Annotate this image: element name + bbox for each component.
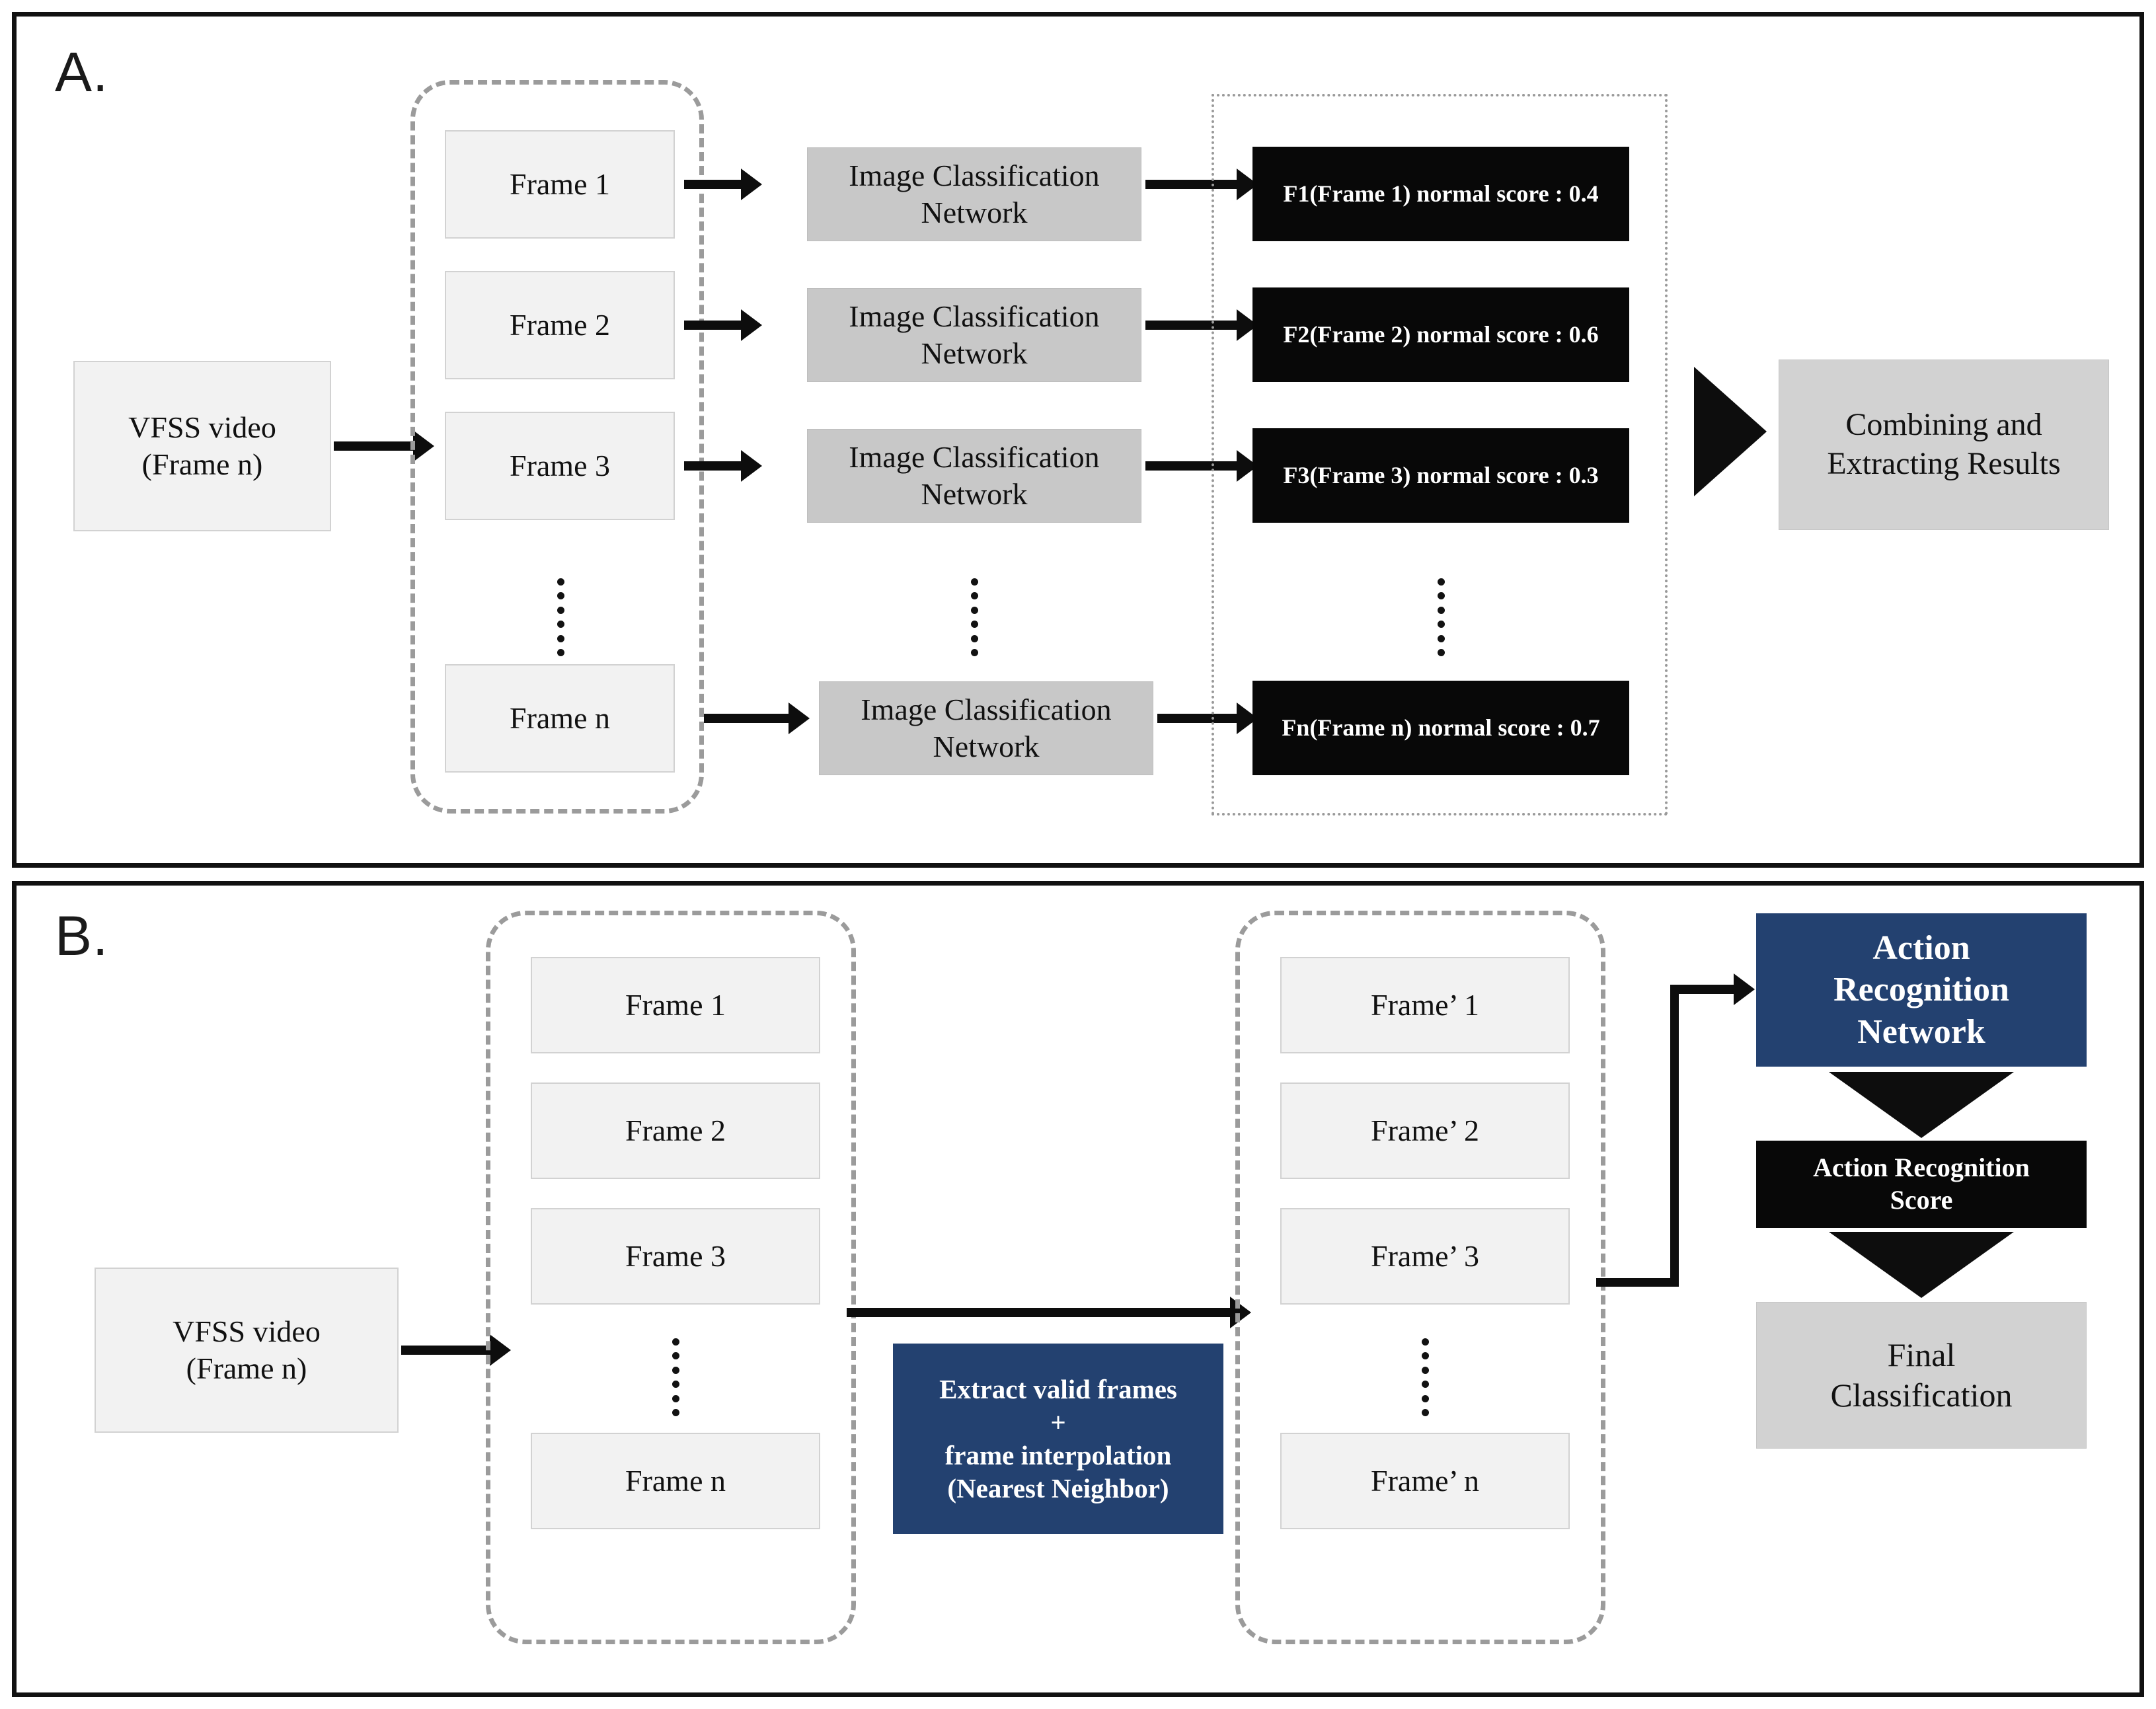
panel-a-letter: A. (55, 41, 109, 103)
scores-group-a (1212, 94, 1668, 816)
arrow-net3-to-score3 (1145, 461, 1238, 471)
icn-2-line2: Network (921, 336, 1028, 370)
processor-line1: Extract valid frames (939, 1373, 1177, 1404)
vertical-ellipsis-frames-out-b (1421, 1338, 1429, 1416)
vfss-video-input-box-b: VFSS video (Frame n) (95, 1268, 399, 1433)
down-arrow-score-to-final (1829, 1232, 2014, 1298)
score-box-a-1: F1(Frame 1) normal score : 0.4 (1252, 147, 1629, 241)
arrow-frame1-to-net1 (684, 180, 742, 189)
score-box-a-3: F3(Frame 3) normal score : 0.3 (1252, 428, 1629, 523)
vertical-ellipsis-networks-a (970, 578, 978, 656)
icn-n-line1: Image Classification (861, 692, 1112, 726)
frame-box-a-3: Frame 3 (445, 412, 675, 520)
vfss-video-input-box-a: VFSS video (Frame n) (73, 361, 331, 531)
results-line2: Extracting Results (1827, 446, 2061, 481)
arrow-framen-to-netn (704, 714, 790, 723)
arrow-frame3-to-net3 (684, 461, 742, 471)
frame-box-b-out-n: Frame’ n (1280, 1433, 1570, 1529)
big-arrow-to-results (1694, 367, 1767, 496)
image-classification-network-a-2: Image Classification Network (807, 288, 1141, 382)
frames-in-group-b (486, 911, 856, 1644)
final-line2: Classification (1830, 1377, 2013, 1414)
elbow-connector-arrow-into-network (1670, 985, 1735, 994)
vertical-ellipsis-scores-a (1437, 578, 1445, 656)
frame-box-b-in-2: Frame 2 (531, 1082, 820, 1179)
icn-2-line1: Image Classification (849, 299, 1100, 333)
frame-box-b-out-3: Frame’ 3 (1280, 1208, 1570, 1305)
image-classification-network-a-1: Image Classification Network (807, 147, 1141, 241)
frame-box-a-2: Frame 2 (445, 271, 675, 379)
ars-line1: Action Recognition (1813, 1153, 2030, 1183)
processor-line3: frame interpolation (944, 1440, 1172, 1470)
frame-box-a-n: Frame n (445, 664, 675, 773)
frames-group-a (410, 80, 704, 814)
down-arrow-network-to-score (1829, 1072, 2014, 1138)
arn-line1: Action (1872, 929, 1970, 967)
frame-box-b-in-n: Frame n (531, 1433, 820, 1529)
extract-interpolate-box: Extract valid frames + frame interpolati… (893, 1344, 1223, 1534)
icn-3-line1: Image Classification (849, 439, 1100, 474)
elbow-connector-bottom-segment (1596, 1278, 1679, 1287)
vfss-video-b-line2: (Frame n) (186, 1351, 307, 1385)
arn-line3: Network (1857, 1012, 1985, 1051)
frames-out-group-b (1235, 911, 1605, 1644)
elbow-connector-vertical-segment (1670, 987, 1679, 1287)
final-classification-box: Final Classification (1756, 1302, 2087, 1449)
arrow-netn-to-scoren (1157, 714, 1238, 723)
vertical-ellipsis-frames-a (557, 578, 564, 656)
frame-box-a-1: Frame 1 (445, 130, 675, 239)
frame-box-b-in-3: Frame 3 (531, 1208, 820, 1305)
vfss-video-line2: (Frame n) (141, 447, 263, 481)
score-box-a-2: F2(Frame 2) normal score : 0.6 (1252, 287, 1629, 382)
image-classification-network-a-3: Image Classification Network (807, 429, 1141, 523)
icn-1-line1: Image Classification (849, 158, 1100, 192)
panel-a: A. VFSS video (Frame n) Frame 1 Frame 2 … (12, 12, 2144, 868)
icn-3-line2: Network (921, 477, 1028, 511)
frame-box-b-in-1: Frame 1 (531, 957, 820, 1053)
vfss-video-line1: VFSS video (128, 410, 276, 444)
image-classification-network-a-n: Image Classification Network (819, 681, 1153, 775)
arn-line2: Recognition (1833, 971, 2009, 1009)
ars-line2: Score (1890, 1185, 1953, 1215)
icn-n-line2: Network (933, 730, 1040, 763)
arrow-frame2-to-net2 (684, 321, 742, 330)
icn-1-line2: Network (921, 196, 1028, 229)
results-line1: Combining and (1845, 407, 2042, 443)
score-box-a-n: Fn(Frame n) normal score : 0.7 (1252, 681, 1629, 775)
processor-line4: (Nearest Neighbor) (947, 1473, 1169, 1504)
arrow-input-to-frames-a (334, 441, 414, 451)
vertical-ellipsis-frames-in-b (672, 1338, 679, 1416)
arrow-input-to-frames-b (401, 1346, 491, 1355)
panel-b: B. VFSS video (Frame n) Frame 1 Frame 2 … (12, 881, 2144, 1697)
arrow-net2-to-score2 (1145, 321, 1238, 330)
action-recognition-network-box: Action Recognition Network (1756, 913, 2087, 1067)
arrow-net1-to-score1 (1145, 180, 1238, 189)
frame-box-b-out-2: Frame’ 2 (1280, 1082, 1570, 1179)
arrow-frames-to-framesprime-b (847, 1308, 1231, 1317)
frame-box-b-out-1: Frame’ 1 (1280, 957, 1570, 1053)
combining-extracting-results-box: Combining and Extracting Results (1779, 360, 2109, 530)
vfss-video-b-line1: VFSS video (173, 1314, 321, 1348)
final-line1: Final (1887, 1336, 1956, 1373)
panel-b-letter: B. (55, 905, 109, 967)
action-recognition-score-box: Action Recognition Score (1756, 1141, 2087, 1228)
processor-line2: + (1050, 1406, 1066, 1437)
